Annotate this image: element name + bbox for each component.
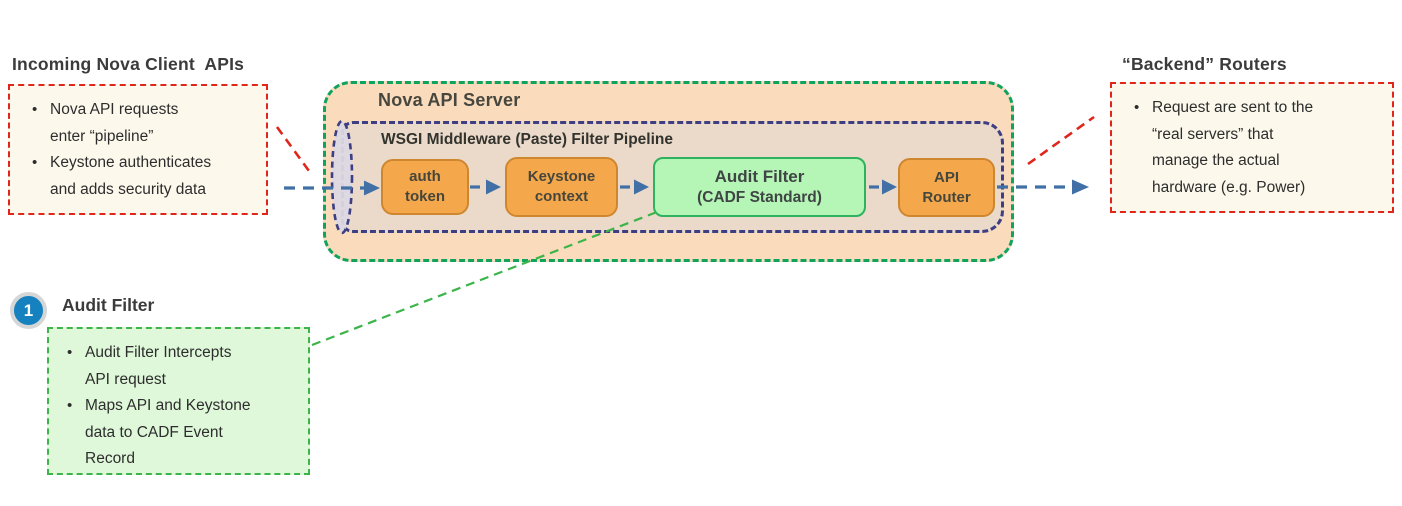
note-bullet: Maps API and Keystone data to CADF Event…: [57, 393, 302, 473]
stage-audit-filter: Audit Filter (CADF Standard): [653, 157, 866, 217]
backend-routers-title: “Backend” Routers: [1122, 54, 1287, 74]
callout-bullet-list: Audit Filter Intercepts API request Maps…: [57, 340, 302, 473]
flow-arrowhead-icon: [1072, 179, 1089, 195]
audit-filter-callout-title: Audit Filter: [62, 295, 155, 315]
incoming-nova-client-apis-title: Incoming Nova Client APIs: [12, 54, 245, 74]
stage-label: token: [404, 188, 445, 205]
stage-label: Keystone: [527, 168, 596, 185]
stage-label: API: [933, 168, 959, 186]
stage-label: (CADF Standard): [697, 189, 822, 206]
nova-api-server-title: Nova API Server: [378, 90, 521, 110]
audit-filter-callout-note: Audit Filter Intercepts API request Maps…: [47, 327, 310, 475]
note-bullet: Nova API requests enter “pipeline”: [22, 97, 258, 150]
wsgi-pipeline-title: WSGI Middleware (Paste) Filter Pipeline: [381, 131, 673, 148]
stage-auth-token: auth token: [381, 159, 469, 215]
right-note-leader-line: [1027, 115, 1095, 166]
stage-label: context: [534, 188, 589, 205]
stage-label: Audit Filter: [714, 167, 805, 186]
note-bullet: Keystone authenticates and adds security…: [22, 150, 258, 203]
step-1-badge: 1: [10, 292, 47, 329]
incoming-note-bullet-list: Nova API requests enter “pipeline” Keyst…: [22, 97, 258, 203]
stage-api-router: API Router: [898, 158, 995, 217]
stage-label: auth: [409, 168, 441, 185]
note-bullet: Request are sent to the “real servers” t…: [1124, 95, 1384, 201]
left-note-leader-line: [275, 126, 311, 172]
stage-label: Router: [922, 188, 971, 206]
incoming-nova-client-apis-note: Nova API requests enter “pipeline” Keyst…: [8, 84, 268, 215]
stage-keystone-context: Keystone context: [505, 157, 618, 217]
backend-note-bullet-list: Request are sent to the “real servers” t…: [1124, 95, 1384, 201]
note-bullet: Audit Filter Intercepts API request: [57, 340, 302, 393]
backend-routers-note: Request are sent to the “real servers” t…: [1110, 82, 1394, 213]
